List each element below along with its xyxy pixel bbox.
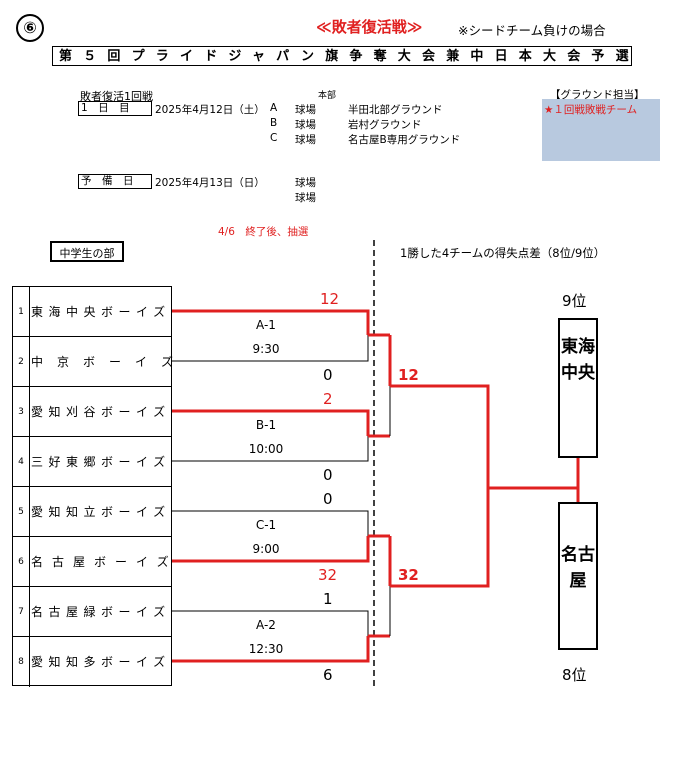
reserve-field-2: 球場 — [295, 192, 316, 204]
ground-item: ★１回戦敗戦チーム — [544, 104, 638, 116]
seed-note: ※シードチーム負けの場合 — [458, 23, 606, 38]
section-number: ⑥ — [16, 14, 44, 42]
team-number: 5 — [13, 487, 30, 537]
match-score: 2 — [323, 390, 333, 408]
team-number: 3 — [13, 387, 30, 437]
team-name: 愛知刈谷ボーイズ — [31, 405, 171, 419]
team-row-4: 4 三好東郷ボーイズ — [13, 437, 171, 487]
team-number: 6 — [13, 537, 30, 587]
diff-score: 12 — [398, 366, 419, 384]
reserve-field-1: 球場 — [295, 177, 316, 189]
tiebreak-note: 1勝した4チームの得失点差（8位/9位） — [400, 246, 606, 260]
field-b-name: 岩村グラウンド — [348, 119, 422, 131]
match-time: 10:00 — [248, 442, 284, 456]
match-score: 12 — [320, 290, 340, 308]
team-name: 名古屋緑ボーイズ — [31, 605, 171, 619]
team-number: 1 — [13, 287, 30, 337]
round-title: 敗者復活1回戦 — [80, 90, 153, 103]
day1-label: 1 日 目 — [78, 101, 152, 116]
team-row-5: 5 愛知知立ボーイズ — [13, 487, 171, 537]
reserve-day-label: 予 備 日 — [78, 174, 152, 189]
team-row-6: 6 名古屋ボーイズ — [13, 537, 171, 587]
field-b-kind: 球場 — [295, 119, 316, 131]
match-time: 9:30 — [252, 342, 280, 356]
page-title: ≪敗者復活戦≫ — [316, 18, 423, 36]
team-name: 東海中央ボーイズ — [31, 305, 171, 319]
team-row-8: 8 愛知知多ボーイズ — [13, 637, 171, 687]
field-a-letter: A — [270, 102, 278, 114]
match-score: 0 — [323, 366, 333, 384]
match-code: B-1 — [255, 418, 277, 432]
honbu-label: 本部 — [318, 91, 337, 101]
team-name: 三好東郷ボーイズ — [31, 455, 171, 469]
division-label: 中学生の部 — [50, 241, 124, 262]
team-name: 愛知知多ボーイズ — [31, 655, 171, 669]
tournament-banner: 第５回プライドジャパン旗争奪大会兼中日本大会予選 — [52, 46, 632, 66]
top-rank: 9位 — [562, 292, 587, 310]
match-score: 1 — [323, 590, 333, 608]
team-number: 8 — [13, 637, 30, 687]
team-row-7: 7 名古屋緑ボーイズ — [13, 587, 171, 637]
team-name: 愛知知立ボーイズ — [31, 505, 171, 519]
ground-title: 【グラウンド担当】 — [550, 89, 645, 101]
team-row-3: 3 愛知刈谷ボーイズ — [13, 387, 171, 437]
field-b-letter: B — [270, 117, 278, 129]
team-number: 2 — [13, 337, 30, 387]
team-row-2: 2 中 京 ボ ー イ ズ — [13, 337, 175, 387]
field-c-name: 名古屋B専用グラウンド — [348, 134, 461, 146]
draw-note: 4/6 終了後、抽選 — [218, 226, 309, 238]
match-code: C-1 — [255, 518, 277, 532]
day1-date: 2025年4月12日（土） — [155, 104, 265, 116]
team-number: 7 — [13, 587, 30, 637]
team-number: 4 — [13, 437, 30, 487]
bottom-team-box: 名古屋 — [558, 502, 598, 650]
team-row-1: 1 東海中央ボーイズ — [13, 287, 171, 337]
diff-score: 32 — [398, 566, 419, 584]
bottom-rank: 8位 — [562, 666, 587, 684]
field-a-kind: 球場 — [295, 104, 316, 116]
team-name: 中 京 ボ ー イ ズ — [31, 355, 175, 369]
field-c-kind: 球場 — [295, 134, 316, 146]
field-a-name: 半田北部グラウンド — [348, 104, 443, 116]
match-time: 12:30 — [248, 642, 284, 656]
reserve-date: 2025年4月13日（日） — [155, 177, 265, 189]
match-score: 0 — [323, 490, 333, 508]
match-time: 9:00 — [252, 542, 280, 556]
top-team-box: 東海中央 — [558, 318, 598, 458]
match-score: 32 — [318, 566, 338, 584]
team-table: 1 東海中央ボーイズ 2 中 京 ボ ー イ ズ 3 愛知刈谷ボーイズ 4 三好… — [12, 286, 175, 687]
match-score: 6 — [323, 666, 333, 684]
match-code: A-2 — [256, 618, 276, 632]
team-name: 名古屋ボーイズ — [31, 555, 178, 569]
match-code: A-1 — [256, 318, 276, 332]
match-score: 0 — [323, 466, 333, 484]
field-c-letter: C — [270, 132, 278, 144]
ground-box — [542, 99, 660, 161]
